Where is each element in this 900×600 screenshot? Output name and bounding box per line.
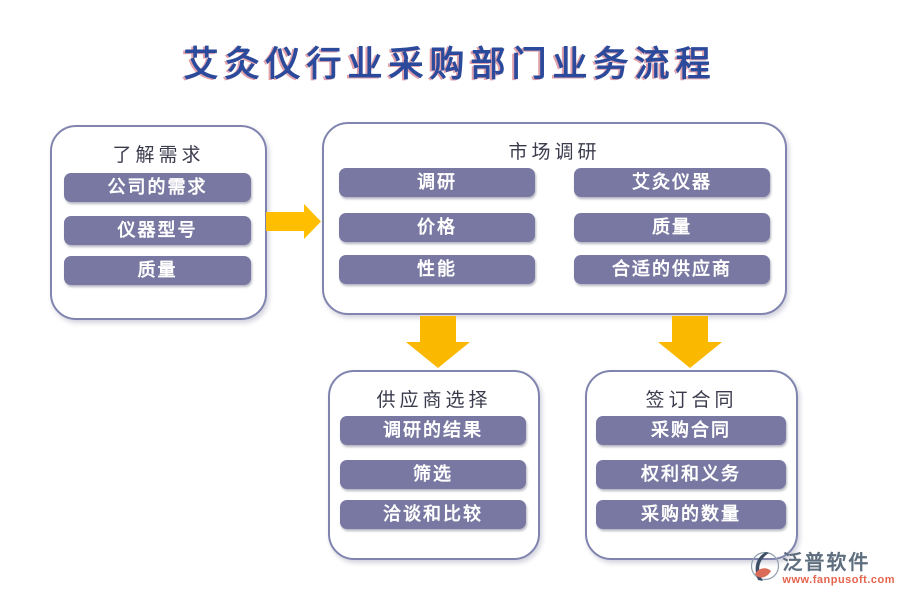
box-title: 了解需求 — [112, 145, 205, 166]
flow-item: 仪器型号 — [64, 216, 251, 245]
brand-name: 泛普软件 — [782, 551, 871, 574]
arrow-down-icon — [658, 316, 722, 368]
flow-item: 调研 — [339, 168, 535, 197]
flow-box-contract-signing: 签订合同 采购合同 权利和义务 采购的数量 — [585, 370, 798, 560]
flow-item: 性能 — [339, 255, 535, 284]
flow-item: 质量 — [574, 213, 770, 242]
flow-item: 采购合同 — [596, 416, 786, 445]
flow-item: 价格 — [339, 213, 535, 242]
flow-item: 艾灸仪器 — [574, 168, 770, 197]
brand-watermark: 泛普软件 www.fanpusoft.com — [750, 550, 895, 589]
flow-item: 公司的需求 — [64, 173, 251, 202]
flow-item: 权利和义务 — [596, 460, 786, 489]
flow-item: 合适的供应商 — [574, 255, 770, 284]
diagram-title: 艾灸仪行业采购部门业务流程 — [183, 45, 717, 84]
fanpu-logo-icon — [750, 550, 780, 589]
box-title: 市场调研 — [508, 142, 601, 163]
flow-item: 质量 — [64, 256, 251, 285]
box-title: 供应商选择 — [376, 390, 492, 411]
flow-box-supplier-selection: 供应商选择 调研的结果 筛选 洽谈和比较 — [328, 370, 540, 560]
arrow-right-icon — [266, 203, 321, 241]
box-title: 签订合同 — [645, 390, 738, 411]
arrow-down-icon — [406, 316, 470, 368]
flow-item: 采购的数量 — [596, 500, 786, 529]
brand-website: www.fanpusoft.com — [782, 573, 895, 586]
flow-item: 洽谈和比较 — [340, 500, 526, 529]
flow-box-market-research: 市场调研 调研 价格 性能 艾灸仪器 质量 合适的供应商 — [322, 122, 787, 315]
flow-item: 调研的结果 — [340, 416, 526, 445]
flow-item: 筛选 — [340, 460, 526, 489]
flow-box-understand-needs: 了解需求 公司的需求 仪器型号 质量 — [50, 125, 267, 320]
